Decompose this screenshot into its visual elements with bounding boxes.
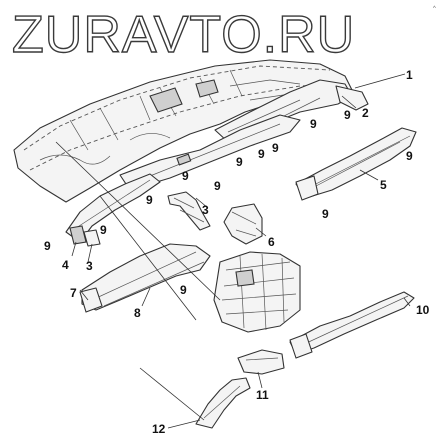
callout-7: 7 [70, 286, 77, 300]
center-air-duct [119, 114, 301, 191]
callout-9-a: 9 [344, 108, 351, 122]
corner-mark: ^ [433, 6, 436, 12]
hvac-unit [213, 251, 301, 333]
callout-9-c: 9 [272, 141, 279, 155]
callout-1: 1 [406, 68, 413, 82]
callout-9-i: 9 [100, 223, 107, 237]
callout-4: 4 [62, 258, 69, 272]
callout-2: 2 [362, 106, 369, 120]
rear-floor-duct-left [195, 377, 251, 429]
watermark-text: ZURAVTO.RU [12, 6, 355, 64]
callout-labels: 1 2 3 3 4 5 6 7 8 9 9 9 9 9 9 9 9 9 9 9 … [44, 68, 430, 436]
callout-9-b: 9 [310, 117, 317, 131]
callout-3-left: 3 [86, 259, 93, 273]
side-vent-left [83, 229, 101, 247]
callout-5: 5 [380, 178, 387, 192]
callout-10: 10 [416, 303, 430, 317]
rear-floor-duct [289, 291, 415, 359]
callout-9-g: 9 [406, 149, 413, 163]
floor-duct-connector [237, 349, 285, 375]
callout-9-m: 9 [258, 147, 265, 161]
callout-12: 12 [152, 422, 166, 436]
duct-adapter [223, 203, 263, 245]
dashboard-panel [13, 59, 353, 203]
callout-9-h: 9 [322, 207, 329, 221]
center-vent [167, 191, 211, 231]
callout-8: 8 [134, 306, 141, 320]
callout-9-j: 9 [44, 239, 51, 253]
right-air-duct [295, 127, 417, 201]
callout-6: 6 [268, 235, 275, 249]
callout-9-l: 9 [182, 169, 189, 183]
callout-9-e: 9 [214, 179, 221, 193]
callout-9-d: 9 [236, 155, 243, 169]
leader-lines [55, 73, 411, 429]
callout-11: 11 [256, 388, 269, 402]
callout-3-center: 3 [202, 203, 209, 217]
callout-9-k: 9 [180, 283, 187, 297]
callout-9-f: 9 [146, 193, 153, 207]
